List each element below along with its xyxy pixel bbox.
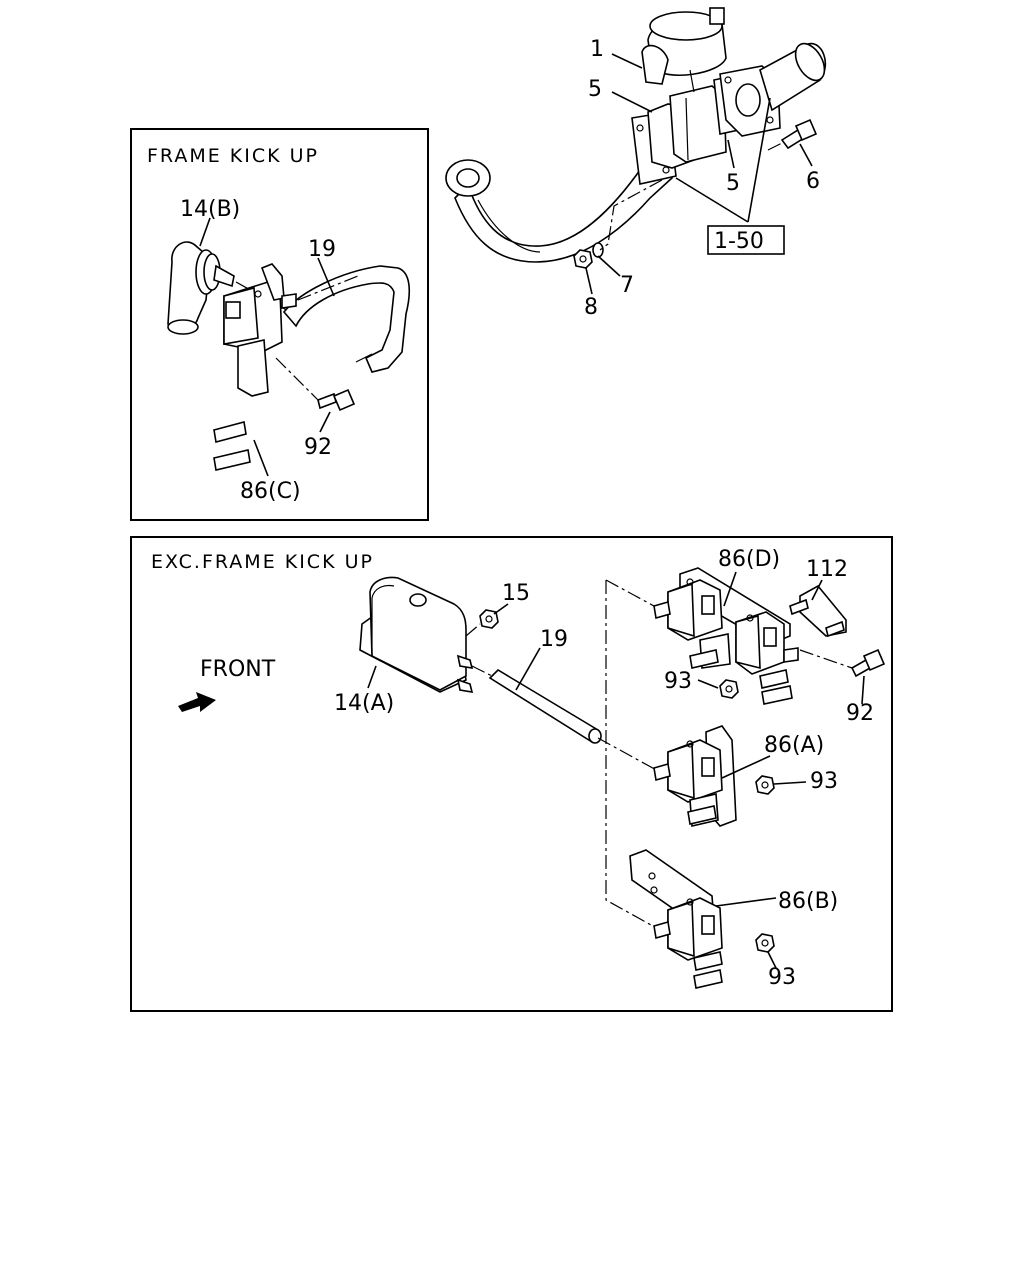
callout-14b: 14(B): [180, 197, 240, 222]
front-arrow-icon: [178, 692, 216, 712]
callout-93-lower: 93: [768, 965, 796, 990]
canister-14b: [167, 241, 235, 335]
callout-93-upper: 93: [664, 669, 692, 694]
solenoid-86c: [213, 263, 297, 471]
panel-frame-kick-up: FRAME KICK UP: [130, 128, 429, 521]
solenoid-86d: [653, 567, 799, 705]
callout-19-kick: 19: [308, 237, 336, 262]
callout-5-upper: 5: [588, 77, 602, 102]
front-label: FRONT: [200, 657, 276, 682]
exhaust-assembly: 1 5 5 6 7 8 1-50: [445, 7, 826, 320]
canister-14a: [359, 576, 474, 693]
callout-6: 6: [806, 169, 820, 194]
callout-1: 1: [590, 37, 604, 62]
callout-86a: 86(A): [764, 733, 824, 758]
reference-box: [707, 225, 785, 255]
panel-header-kick-up: FRAME KICK UP: [147, 145, 319, 167]
callout-86b: 86(B): [778, 889, 838, 914]
callout-7: 7: [620, 273, 634, 298]
callout-19-exc: 19: [540, 627, 568, 652]
callout-93-middle: 93: [810, 769, 838, 794]
callout-14a: 14(A): [334, 691, 394, 716]
callout-5-lower: 5: [726, 171, 740, 196]
callout-15: 15: [502, 581, 530, 606]
callout-92-exc: 92: [846, 701, 874, 726]
panel-exc-frame-kick-up: EXC.FRAME KICK UP FRONT: [130, 536, 893, 1012]
callout-112: 112: [806, 557, 848, 582]
reference-1-50[interactable]: 1-50: [714, 229, 764, 254]
solenoid-86a: [653, 725, 737, 827]
callout-86c: 86(C): [240, 479, 301, 504]
callout-92-kick: 92: [304, 435, 332, 460]
callout-8: 8: [584, 295, 598, 320]
panel-header-exc: EXC.FRAME KICK UP: [151, 551, 374, 573]
solenoid-86b: [629, 849, 723, 989]
callout-86d: 86(D): [718, 547, 780, 572]
